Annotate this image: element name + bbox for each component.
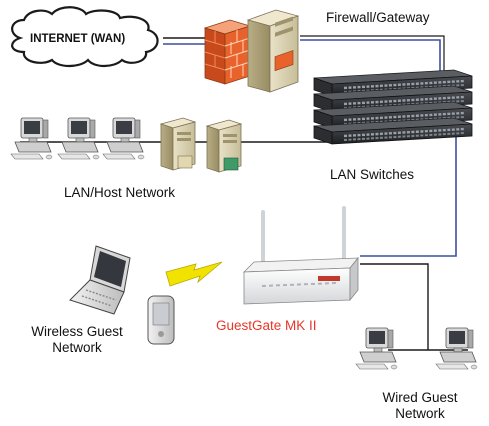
cloud-icon [11,6,159,68]
lan-host-servers [160,117,242,173]
desktop-computer-icon [57,117,100,160]
firewall-icon [203,19,252,85]
lan-host-desktops [10,117,145,160]
desktop-computer-icon [102,117,145,160]
laptop-icon [69,245,131,315]
guestgate-wired-link [360,263,429,350]
lan-host-network-label: LAN/Host Network [64,185,176,200]
firewall-gateway-label: Firewall/Gateway [326,10,430,25]
wireless-guest-network-label: Wireless Guest Network [12,324,142,356]
lightning-icon [165,261,223,287]
wireless-guest-label-line2: Network [52,340,102,355]
wired-guest-label-line2: Network [395,406,445,421]
server-accent [177,155,193,169]
wireless-guest-label-line1: Wireless Guest [31,324,123,339]
desktop-computer-icon [355,327,398,370]
guestgate-label: GuestGate MK II [216,318,317,333]
internet-label: INTERNET (WAN) [30,33,126,45]
gateway-to-switch-link-dark [300,35,445,86]
switch-stack [312,68,474,146]
wired-guest-network-label: Wired Guest Network [365,390,475,422]
pda-icon [147,295,175,345]
desktop-computer-icon [435,327,478,370]
lan-switches-label: LAN Switches [330,167,415,182]
wired-guest-desktops [355,327,478,370]
wired-guest-label-line1: Wired Guest [382,390,458,405]
router-icon [242,206,359,305]
desktop-computer-icon [10,117,53,160]
switch-to-guestgate-link [360,134,457,257]
server-icon [246,9,300,93]
server-accent [223,157,239,171]
